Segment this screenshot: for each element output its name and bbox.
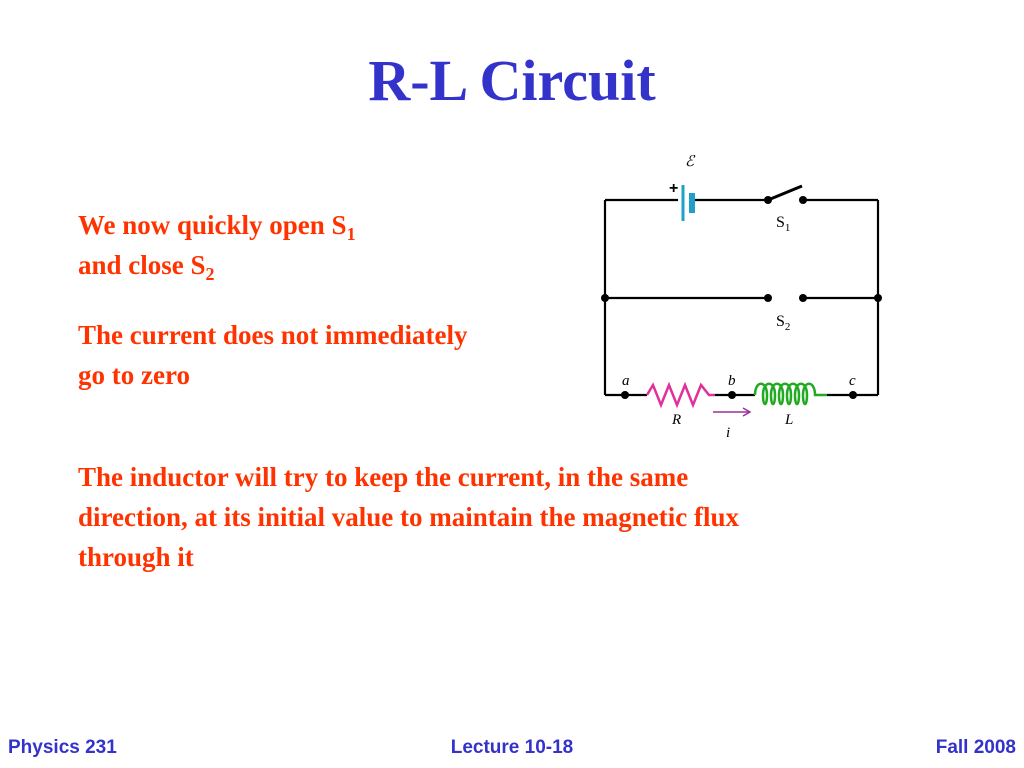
slide-title: R-L Circuit [368,48,656,113]
paragraph2-line1: The current does not immediately [78,320,468,350]
node-b-label: b [728,373,736,389]
emf-label: ℰ [685,154,696,170]
paragraph1-line1-text: We now quickly open S [78,210,347,240]
paragraph2-line2: go to zero [78,360,190,390]
switch-s1-sub: 1 [785,222,791,234]
switch-s1-label: S1 [776,214,790,234]
switch-s2-base: S [776,313,785,330]
footer-course: Physics 231 [8,737,117,758]
paragraph-inductor-behavior: The inductor will try to keep the curren… [78,457,739,577]
footer-lecture: Lecture 10-18 [450,737,574,758]
resistor-label: R [671,412,681,428]
paragraph-open-close-switches: We now quickly open S1 and close S2 [78,205,356,285]
junction-dots [601,294,882,399]
subscript-2: 2 [205,264,215,284]
battery-plus-sign: + [669,180,678,197]
subscript-1: 1 [346,224,356,244]
circuit-wires [603,198,880,397]
paragraph1-line1: We now quickly open S1 [78,205,356,245]
paragraph-current-not-zero: The current does not immediately go to z… [78,315,467,395]
switch-s2-sub: 2 [785,321,791,333]
switch-s2-icon [764,294,807,302]
battery-icon [681,185,695,221]
node-a-label: a [622,373,630,389]
footer-term: Fall 2008 [935,737,1016,758]
switch-s2-label: S2 [776,313,790,333]
paragraph1-line2: and close S2 [78,245,356,285]
switch-s1-base: S [776,214,785,231]
switch-s1-icon [764,184,807,204]
inductor-label: L [784,412,793,428]
current-arrow-icon [713,407,752,417]
paragraph3-line3: through it [78,542,194,572]
paragraph3-line1: The inductor will try to keep the curren… [78,462,689,492]
current-label: i [726,425,730,441]
rl-circuit-diagram: + ℰ S1 S2 a b c R L i [601,154,882,441]
node-c-label: c [849,373,856,389]
inductor-icon [753,382,827,406]
paragraph1-line2-text: and close S [78,250,206,280]
resistor-icon [645,381,715,409]
paragraph3-line2: direction, at its initial value to maint… [78,502,739,532]
